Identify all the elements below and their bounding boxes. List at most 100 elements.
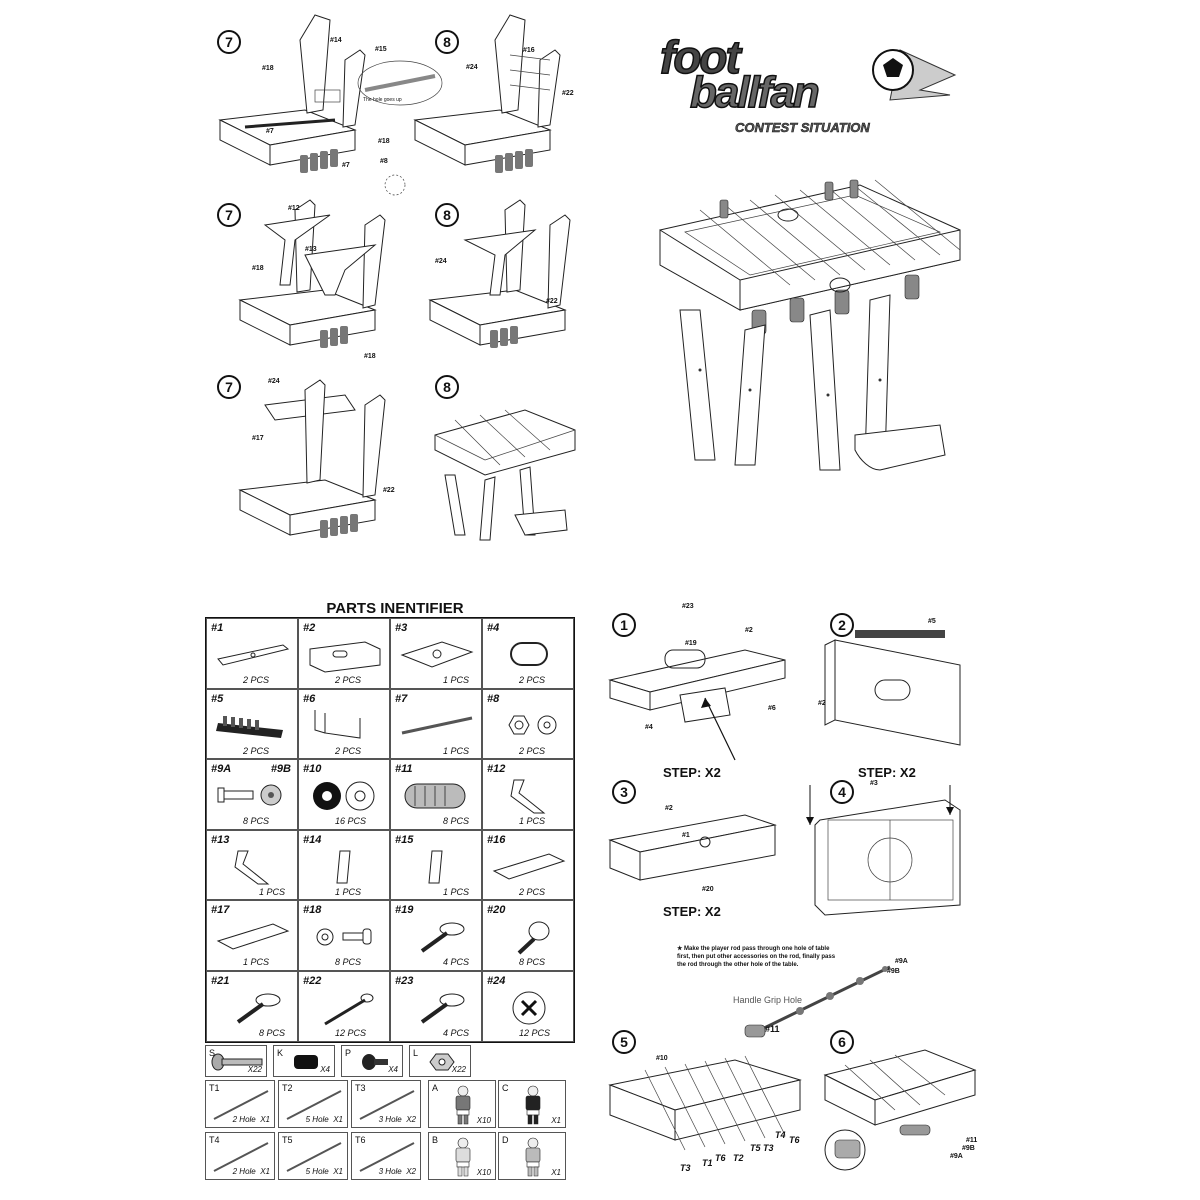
part-id: #15: [395, 833, 414, 846]
label-18d: #18: [364, 353, 376, 360]
step-8-badge: 8: [435, 30, 459, 54]
label-10e: #10: [656, 1055, 668, 1062]
player-code: D: [502, 1135, 509, 1145]
label-11-rod: #11: [765, 1024, 780, 1034]
part-cell: #6 2 PCS: [298, 688, 390, 760]
part-id: #6: [303, 692, 316, 705]
part-qty: 2 PCS: [335, 745, 362, 756]
step-8b-diagram: [428, 199, 571, 348]
logo-tagline: CONTEST SITUATION: [735, 120, 870, 136]
part-id: #22: [303, 975, 322, 987]
step-4-diagram: [806, 785, 961, 916]
part-qty: 1 PCS: [443, 886, 470, 897]
label-4a: #4: [645, 724, 653, 731]
part-id: #3: [395, 622, 408, 634]
part-qty: 2 PCS: [519, 745, 546, 756]
part-id: #17: [211, 904, 230, 917]
step-1-badge: 1: [612, 613, 636, 637]
player-code: A: [432, 1083, 439, 1093]
part-id: #13: [211, 833, 230, 846]
label-19: #19: [685, 640, 697, 647]
part-qty: 8 PCS: [335, 957, 362, 968]
label-16: #16: [523, 47, 535, 54]
player-figure-icon: [455, 1085, 471, 1125]
part-qty: 4 PCS: [443, 1028, 470, 1038]
label-7b: #7: [342, 162, 350, 169]
player-code: B: [432, 1135, 439, 1145]
rod-label-t2: T2: [733, 1153, 744, 1163]
label-22: #22: [562, 90, 574, 97]
label-13: #13: [305, 246, 317, 253]
label-17: #17: [252, 435, 264, 442]
rod-code: T6: [355, 1135, 366, 1145]
rod-icon: [359, 1142, 415, 1172]
step-8a-diagram: [413, 14, 561, 173]
player-qty: X10: [476, 1168, 491, 1177]
label-24b: #24: [435, 258, 447, 265]
player-cell: C X1: [498, 1080, 566, 1128]
part-id: #10: [303, 763, 322, 776]
label-2b: #2: [818, 700, 826, 707]
label-24c: #24: [268, 378, 280, 385]
step-6-badge: 6: [830, 1030, 854, 1054]
logo-line2: ballfan: [689, 67, 820, 118]
rod-icon: [213, 1090, 269, 1120]
player-figure-icon: [525, 1085, 541, 1125]
player-code: C: [502, 1083, 509, 1093]
part-cell: #22 12 PCS: [298, 971, 390, 1042]
rod-label-t6a: T6: [715, 1153, 726, 1163]
rod-icon: [359, 1090, 415, 1120]
logo-line1: foot: [659, 30, 741, 84]
foosball-table-illustration: [659, 179, 961, 471]
part-qty: 12 PCS: [335, 1028, 367, 1038]
rod-icon: [213, 1142, 269, 1172]
part-id: #12: [487, 763, 506, 776]
rod-desc: 2 Hole X1: [232, 1167, 270, 1176]
label-22c: #22: [383, 487, 395, 494]
rod-label-t6b: T6: [789, 1135, 800, 1145]
part-qty: 1 PCS: [335, 886, 362, 897]
part-qty: 2 PCS: [519, 886, 546, 897]
step-7a-diagram: [218, 14, 406, 196]
part-qty: 8 PCS: [519, 957, 546, 968]
hardware-code: P: [345, 1048, 352, 1058]
part-qty: 1 PCS: [443, 675, 470, 685]
step-3-badge: 3: [612, 780, 636, 804]
part-qty: 2 PCS: [335, 675, 362, 685]
label-8: #8: [380, 158, 388, 165]
part-id: #7: [395, 692, 408, 705]
step-7b-diagram: [238, 199, 386, 348]
step-7-badge-3: 7: [217, 375, 241, 399]
step-2-repeat: STEP: X2: [858, 765, 916, 780]
logo-swoosh: [872, 49, 957, 101]
rod-code: T2: [282, 1083, 293, 1093]
label-14: #14: [330, 37, 342, 44]
label-18c: #18: [252, 265, 264, 272]
label-5a: #5: [928, 618, 936, 625]
label-3d: #3: [870, 780, 878, 787]
part-qty: 4 PCS: [443, 957, 470, 968]
rod-code: T3: [355, 1083, 366, 1093]
label-2c: #2: [665, 805, 673, 812]
label-18b: #18: [378, 138, 390, 145]
part-id: #24: [487, 975, 506, 987]
label-9bf: #9B: [962, 1145, 975, 1152]
part-qty: 1 PCS: [519, 816, 546, 827]
part-id: #5: [211, 692, 224, 705]
player-qty: X1: [551, 1116, 561, 1125]
